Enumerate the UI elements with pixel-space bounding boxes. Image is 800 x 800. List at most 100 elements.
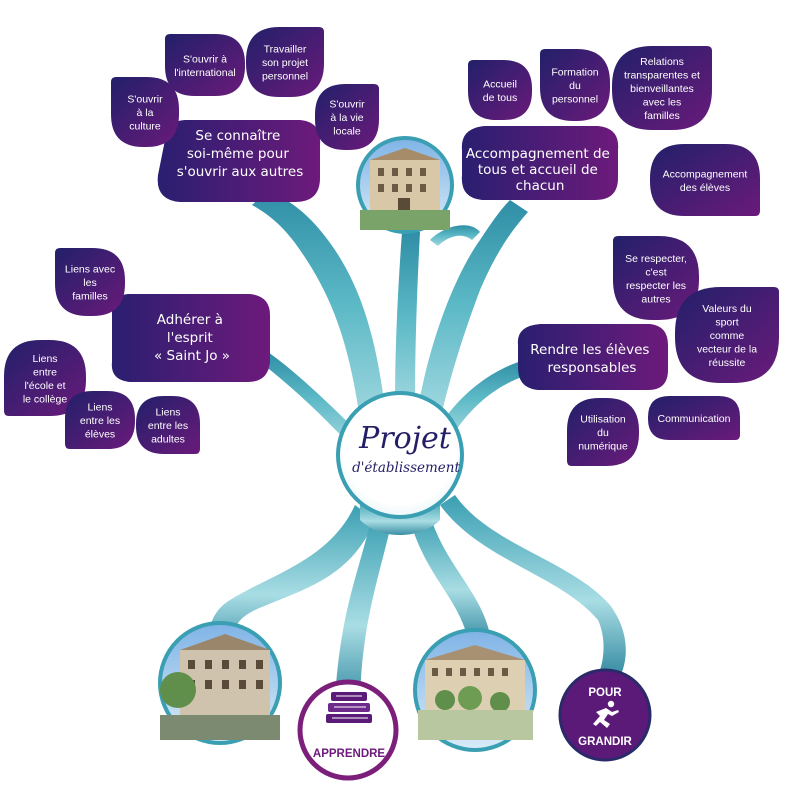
branch-label-line: l'esprit: [167, 330, 213, 346]
running-person-icon: [593, 700, 619, 728]
leaf-communication: Communication: [648, 396, 740, 440]
leaf-shape: [540, 49, 610, 121]
leaf-label: Communication: [658, 413, 731, 425]
leaf-label-line: Valeurs du: [702, 303, 752, 315]
leaf-shape: [4, 340, 86, 416]
leaf-label-line: c'est: [645, 266, 666, 278]
leaf-label-line: Relations: [640, 56, 684, 68]
photo-building-right: [413, 628, 537, 752]
branch-label-line: Accompagnement de: [466, 146, 610, 162]
center-subtitle: d'établissement: [352, 460, 460, 476]
pillar-apprendre: APPRENDRE: [297, 679, 399, 781]
leaf-label-line: comme: [710, 330, 745, 342]
leaf-label: S'ouvrir à l'international: [174, 53, 236, 79]
photo-building-left: [158, 621, 282, 745]
leaf-label-line: respecter les: [626, 280, 686, 292]
leaf-label-line: vecteur de la: [697, 344, 757, 356]
leaf-label-line: Accueil: [483, 78, 517, 90]
leaf-shape: [55, 248, 125, 316]
svg-text:Se connaître soi-même po: Se connaître soi-même pour s'ouvrir aux …: [177, 128, 304, 180]
leaf-label-line: Formation: [551, 67, 598, 79]
branch-label-line: Se connaître: [195, 128, 280, 144]
leaf-shape: [65, 391, 135, 449]
branch-label-line: tous et accueil de: [478, 162, 598, 178]
leaf-label-line: réussite: [709, 357, 746, 369]
leaf-shape: [612, 46, 712, 130]
leaf-shape: [648, 396, 740, 440]
branch-label-line: s'ouvrir aux autres: [177, 164, 304, 180]
leaf-shape: [136, 396, 200, 454]
leaf-shape: [246, 27, 324, 97]
leaf-international: S'ouvrir à l'international: [165, 34, 245, 96]
leaf-label-line: des élèves: [680, 182, 730, 194]
svg-text:Accompagnement de tous e: Accompagnement de tous et accueil de cha…: [466, 146, 614, 194]
leaf-label-line: familles: [644, 110, 680, 122]
branch-label-line: Adhérer à: [157, 312, 223, 328]
leaf-label-line: élèves: [85, 429, 115, 441]
branch-label-line: chacun: [516, 178, 565, 194]
leaf-shape: [567, 398, 639, 466]
leaf-shape: [613, 236, 699, 320]
leaf-label-line: numérique: [578, 441, 628, 453]
svg-text:Adhérer à l'esprit: Adhérer à l'esprit « Saint Jo »: [154, 312, 230, 364]
leaf-label-line: Liens: [32, 353, 57, 365]
branch-label-line: responsables: [548, 360, 637, 376]
tree-trunk: [252, 190, 528, 445]
leaf-label-line: Liens: [87, 402, 112, 414]
leaf-label-line: avec les: [643, 97, 682, 109]
leaf-label-line: familles: [72, 291, 108, 303]
leaf-label-line: l'école et: [24, 380, 65, 392]
leaf-shape: [468, 60, 532, 120]
pillar-pour-label: POUR: [588, 687, 622, 699]
leaf-label-line: culture: [129, 121, 161, 133]
leaf-label-line: entre les: [148, 420, 188, 432]
leaf-label-line: transparentes et: [624, 70, 700, 82]
leaf-shape: [675, 287, 779, 383]
leaf-label-line: entre les: [80, 415, 120, 427]
branch-accompagnement: Accompagnement de tous et accueil de cha…: [461, 126, 619, 200]
photo-school-top: [356, 136, 454, 234]
leaf-label-line: Liens: [155, 407, 180, 419]
center-node: Projet d'établissement: [336, 391, 464, 519]
leaf-label-line: l'international: [174, 67, 236, 79]
leaf-label-line: S'ouvrir à: [183, 53, 227, 65]
leaf-label-line: personnel: [262, 71, 308, 83]
leaf-label-line: S'ouvrir: [127, 94, 163, 106]
leaf-label-line: à la vie: [330, 112, 363, 124]
leaf-label-line: bienveillantes: [630, 83, 694, 95]
leaf-label-line: sport: [715, 317, 738, 329]
branch-adherer: Adhérer à l'esprit « Saint Jo »: [111, 294, 270, 382]
leaf-shape: [165, 34, 245, 96]
leaf-shape: [111, 77, 179, 147]
pillar-apprendre-label: APPRENDRE: [313, 748, 386, 760]
leaf-label-line: Se respecter,: [625, 253, 687, 265]
svg-text:Rendre les élèves respon: Rendre les élèves responsables: [530, 342, 653, 376]
leaf-label-line: autres: [641, 293, 670, 305]
leaf-label-line: locale: [333, 126, 361, 138]
